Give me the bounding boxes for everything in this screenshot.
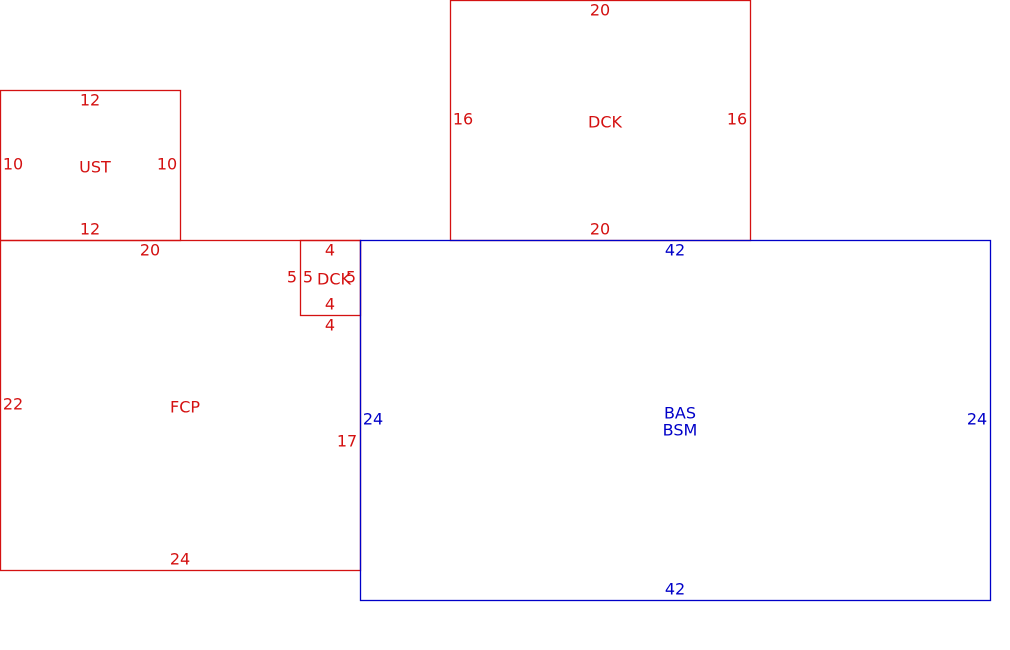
area-dck-small-left-inner-dim: 5 <box>303 268 313 287</box>
area-fcp-bottom-dim: 24 <box>170 550 190 569</box>
area-bas-label-line-2: BSM <box>663 421 698 440</box>
area-fcp-left-dim: 22 <box>3 395 23 414</box>
area-fcp: FCP 20 24 22 17 <box>0 239 362 572</box>
area-dck-small-below-dim: 4 <box>325 316 335 335</box>
area-bas-outline <box>359 239 992 602</box>
area-bas-top-dim: 42 <box>665 241 685 260</box>
area-fcp-right-dim: 17 <box>337 432 357 451</box>
area-dck-small-bottom-dim: 4 <box>325 295 335 314</box>
area-ust-bottom-dim: 12 <box>80 220 100 239</box>
area-dck-top: DCK 20 20 16 16 <box>449 0 752 242</box>
area-dck-small-top-dim: 4 <box>325 241 335 260</box>
area-dck-top-left-dim: 16 <box>453 110 473 129</box>
area-dck-small-left-dim: 5 <box>287 268 297 287</box>
area-dck-small-label: DCK <box>317 270 351 289</box>
area-dck-top-label: DCK <box>588 113 622 132</box>
area-ust-label: UST <box>79 158 111 177</box>
area-bas-right-dim: 24 <box>967 410 987 429</box>
area-dck-small: DCK 4 4 4 5 5 5 <box>287 239 362 335</box>
area-bas-label-line-1: BAS <box>664 404 696 423</box>
area-ust-left-dim: 10 <box>3 155 23 174</box>
area-ust-right-dim: 10 <box>157 155 177 174</box>
area-ust: UST 12 12 10 10 <box>0 89 182 242</box>
area-dck-top-right-dim: 16 <box>727 110 747 129</box>
area-dck-top-bottom-dim: 20 <box>590 220 610 239</box>
area-dck-top-top-dim: 20 <box>590 1 610 20</box>
area-bas-left-dim: 24 <box>363 410 383 429</box>
area-fcp-label: FCP <box>170 398 200 417</box>
area-fcp-top-dim: 20 <box>140 241 160 260</box>
area-dck-small-right-dim: 5 <box>346 268 356 287</box>
area-bas-bottom-dim: 42 <box>665 580 685 599</box>
area-ust-top-dim: 12 <box>80 91 100 110</box>
area-bas: BAS BSM 42 42 24 24 <box>359 239 992 602</box>
